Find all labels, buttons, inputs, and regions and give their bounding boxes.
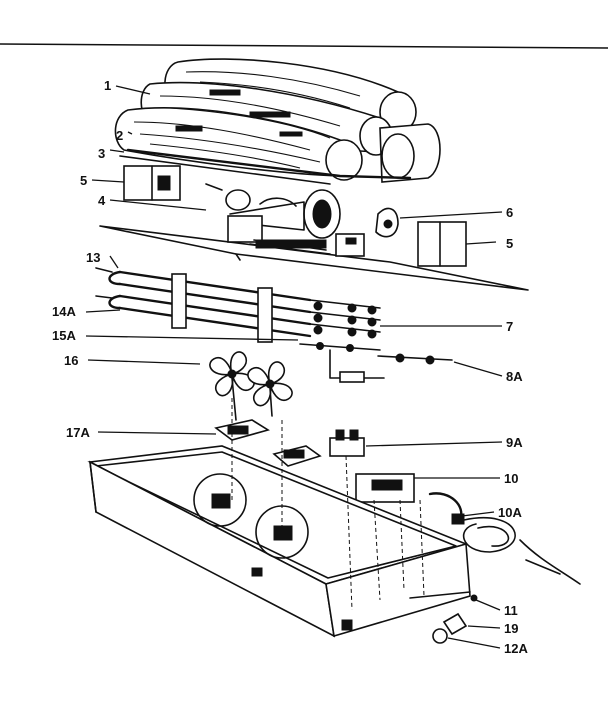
callout-10: 10: [504, 471, 518, 486]
small-hardware: [409, 591, 478, 644]
callout-7: 7: [506, 319, 513, 334]
callout-13: 13: [86, 250, 100, 265]
fan-blades: [209, 351, 293, 421]
heating-elements: [95, 267, 453, 383]
callout-6: 6: [506, 205, 513, 220]
log-set: [114, 58, 441, 185]
callout-17a: 17A: [66, 425, 90, 440]
callout-5-right: 5: [506, 236, 513, 251]
callout-2: 2: [116, 128, 123, 143]
base-pan: [87, 398, 471, 638]
callout-16: 16: [64, 353, 78, 368]
callout-12a: 12A: [504, 641, 528, 656]
top-rule: [0, 43, 608, 49]
callout-19: 19: [504, 621, 518, 636]
callout-9a: 9A: [506, 435, 523, 450]
callout-labels: 1 2 3 5 4 6 5 13 14A 7 15A 16 8A 17A 9A …: [52, 78, 528, 656]
callout-5-left: 5: [80, 173, 87, 188]
callout-11: 11: [504, 603, 518, 618]
leader-lines: [85, 85, 503, 649]
motor-tray: [99, 165, 529, 291]
callout-1: 1: [104, 78, 111, 93]
callout-4: 4: [98, 193, 106, 208]
fan-motors-and-controls: [214, 419, 581, 585]
callout-3: 3: [98, 146, 105, 161]
callout-8a: 8A: [506, 369, 523, 384]
callout-14a: 14A: [52, 304, 76, 319]
callout-10a: 10A: [498, 505, 522, 520]
callout-15a: 15A: [52, 328, 76, 343]
